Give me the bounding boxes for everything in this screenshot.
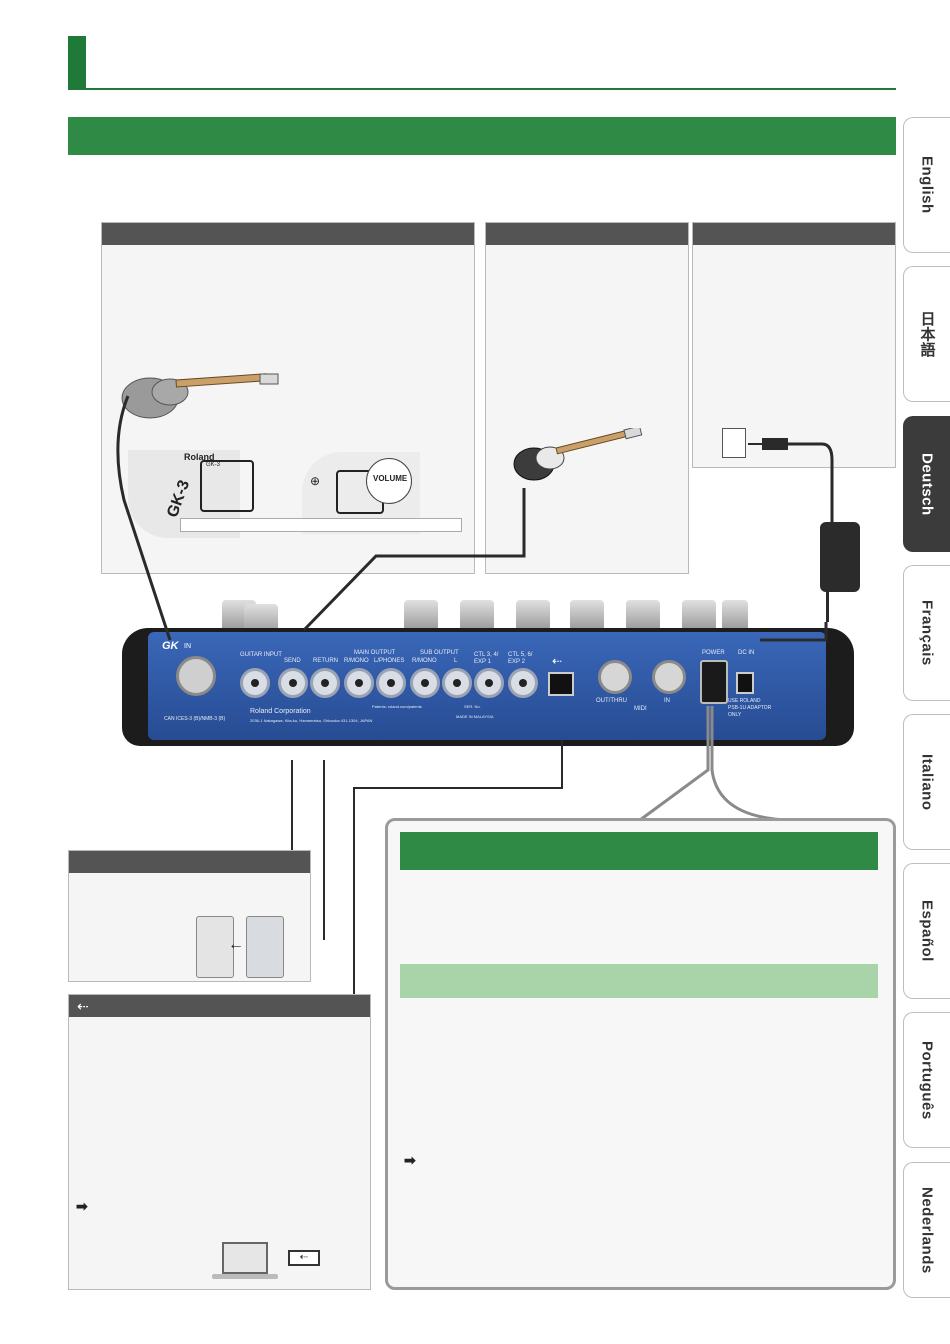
- knob: [460, 600, 494, 630]
- label-can-ices: CAN ICES-3 (B)/NMB-3 (B): [164, 716, 226, 722]
- label-made-in: MADE IN MALAYSIA: [456, 714, 494, 719]
- usb-plug: ⇠: [288, 1250, 320, 1266]
- knob: [570, 600, 604, 630]
- label-sub-r-mono: R/MONO: [412, 658, 437, 664]
- gk3-highlight-box: [200, 460, 254, 512]
- volume-label: VOLUME: [373, 474, 408, 483]
- header-rule: [68, 88, 896, 90]
- label-main-r-mono: R/MONO: [344, 658, 369, 664]
- usb-icon: ⇠: [77, 998, 89, 1014]
- tab-nederlands[interactable]: Nederlands: [903, 1162, 950, 1298]
- label-midi-out: OUT/THRU: [596, 698, 627, 704]
- jack-sub-r[interactable]: [410, 668, 440, 698]
- dc-in-jack[interactable]: [736, 672, 754, 694]
- header-accent: [68, 36, 86, 90]
- label-power: POWER: [702, 650, 725, 656]
- callout-box: [385, 818, 896, 1290]
- panel-guitar: [485, 222, 689, 574]
- gk3-brand: Roland: [184, 452, 215, 462]
- jack-send[interactable]: [278, 668, 308, 698]
- callout-subtitle-bar: [400, 964, 878, 998]
- label-ser-no: SER. No.: [464, 704, 481, 709]
- usb-port[interactable]: [548, 672, 574, 696]
- label-company: Roland Corporation: [250, 708, 311, 715]
- label-patents: Patents: roland.com/patents: [372, 704, 422, 709]
- label-main-output: MAIN OUTPUT: [354, 650, 396, 656]
- tab-english[interactable]: English: [903, 117, 950, 253]
- panel-head: [102, 223, 474, 245]
- gk-in-label: IN: [184, 643, 191, 650]
- guitar-illustration: [513, 428, 643, 481]
- computer-screen: [222, 1242, 268, 1274]
- arrow-right-icon: ➡: [404, 1152, 416, 1168]
- tab-portugues[interactable]: Português: [903, 1012, 950, 1148]
- usb-icon: ⇠: [552, 654, 563, 668]
- gk3-model-small: GK-3: [206, 462, 221, 468]
- gk-logo: GK: [162, 640, 179, 652]
- tab-deutsch[interactable]: Deutsch: [903, 416, 950, 552]
- label-sub-l: L: [454, 658, 458, 664]
- panel-head: ⇠: [69, 995, 370, 1017]
- jack-guitar-input[interactable]: [240, 668, 270, 698]
- tab-espanol[interactable]: Español: [903, 863, 950, 999]
- plus-icon: ⊕: [310, 474, 321, 488]
- tab-francais[interactable]: Français: [903, 565, 950, 701]
- gk-guitar-illustration: [121, 373, 279, 419]
- arrow-right-icon: ➡: [76, 1198, 88, 1214]
- midi-in-connector[interactable]: [652, 660, 686, 694]
- power-switch[interactable]: [700, 660, 728, 704]
- label-midi-in: IN: [664, 698, 670, 704]
- panel-usb: ⇠: [68, 994, 371, 1290]
- wall-outlet: [722, 428, 746, 458]
- knob: [682, 600, 716, 630]
- panel-head: [69, 851, 310, 873]
- panel-head: [486, 223, 688, 245]
- gk-note-strip: [180, 518, 462, 532]
- jack-ctl56[interactable]: [508, 668, 538, 698]
- effect-pedal-2: [246, 916, 284, 978]
- jack-main-l[interactable]: [376, 668, 406, 698]
- midi-out-connector[interactable]: [598, 660, 632, 694]
- adaptor-cable: [826, 592, 829, 622]
- label-main-l-phones: L/PHONES: [374, 658, 405, 664]
- volume-knob: VOLUME: [366, 458, 412, 504]
- label-guitar-input: GUITAR INPUT: [240, 652, 282, 658]
- knob: [404, 600, 438, 630]
- section-title-bar: [68, 117, 896, 155]
- knob: [626, 600, 660, 630]
- power-cord: [748, 438, 834, 526]
- panel-head: [693, 223, 895, 245]
- label-midi: MIDI: [634, 706, 647, 712]
- label-send: SEND: [284, 658, 301, 664]
- effect-pedal-1: [196, 916, 234, 978]
- label-adaptor: USE ROLAND PSB-1U ADAPTOR ONLY: [728, 698, 772, 718]
- label-return: RETURN: [313, 658, 338, 664]
- knob: [516, 600, 550, 630]
- label-address: 2036-1 Nakagawa, Kita-ku, Hamamatsu, Shi…: [250, 718, 373, 723]
- label-dc-in: DC IN: [738, 650, 755, 656]
- jack-main-r[interactable]: [344, 668, 374, 698]
- panel-ac-adaptor: [692, 222, 896, 468]
- gk-in-connector[interactable]: [176, 656, 216, 696]
- jack-ctl34[interactable]: [474, 668, 504, 698]
- tab-japanese[interactable]: 日本語: [903, 266, 950, 402]
- jack-sub-l[interactable]: [442, 668, 472, 698]
- label-ctl56: CTL 5, 6/ EXP 2: [508, 652, 533, 665]
- label-sub-output: SUB OUTPUT: [420, 650, 459, 656]
- footswitch: [722, 600, 748, 630]
- jack-return[interactable]: [310, 668, 340, 698]
- arrow-left-icon: ←: [228, 936, 244, 953]
- tab-italiano[interactable]: Italiano: [903, 714, 950, 850]
- callout-title-bar: [400, 832, 878, 870]
- label-ctl34: CTL 3, 4/ EXP 1: [474, 652, 499, 665]
- computer-base: [212, 1274, 278, 1279]
- ac-adaptor: [820, 522, 860, 592]
